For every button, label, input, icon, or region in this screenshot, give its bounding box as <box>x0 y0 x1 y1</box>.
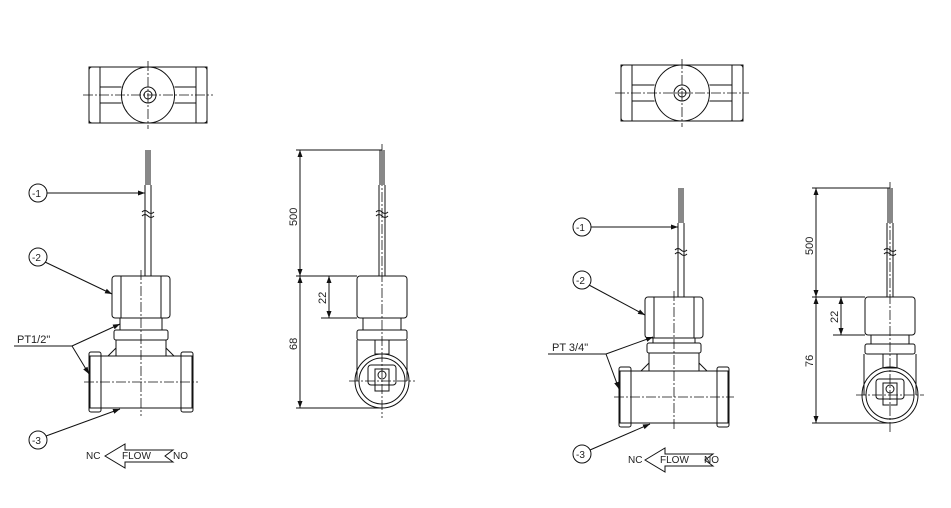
callout-1-text: -1 <box>32 189 41 200</box>
leader-body <box>45 408 121 437</box>
flow-nc: NC <box>628 455 642 466</box>
front-view-left <box>14 150 198 469</box>
arrow-head <box>83 366 89 374</box>
arrow-head <box>813 416 819 423</box>
housing-side <box>356 340 408 381</box>
side-view-right <box>812 182 924 433</box>
callout-2-bubble <box>28 247 48 267</box>
arrow-head <box>297 269 303 276</box>
arrow-head <box>112 409 120 414</box>
drawing-left-labels: -1 -2 -3 PT1/2" NC FLOW NO 500 22 68 <box>17 189 329 462</box>
boss-fillet <box>107 347 117 357</box>
callout-2-text: -2 <box>32 253 41 264</box>
arrow-head <box>671 224 678 230</box>
arrow-head <box>813 290 819 297</box>
dim-body-height: 76 <box>804 355 816 367</box>
arrow-head <box>138 190 145 196</box>
dim-cable-length: 500 <box>288 208 300 226</box>
arrow-head <box>297 150 303 157</box>
arrow-head <box>838 297 844 304</box>
drawing-right-labels: -1 -2 -3 PT 3/4" NC FLOW NO 500 22 76 <box>552 223 841 466</box>
arrow-head <box>297 276 303 283</box>
leader-thread <box>605 336 654 355</box>
callout-3-text: -3 <box>32 436 41 447</box>
front-view-right <box>548 188 734 473</box>
top-view-right <box>615 59 749 127</box>
dim-body-height: 68 <box>288 338 300 350</box>
arrow-head <box>642 424 650 430</box>
arrow-head <box>104 288 112 294</box>
arrow-head <box>326 276 332 283</box>
flow-arrow <box>644 447 715 473</box>
arrow-head <box>813 188 819 195</box>
callout-2-text: -2 <box>576 276 585 287</box>
dim-nut-height: 22 <box>317 292 329 304</box>
callout-1-text: -1 <box>576 223 585 234</box>
flow-arrow <box>104 443 175 469</box>
leader-nut <box>44 261 113 295</box>
flow-text: FLOW <box>660 455 689 466</box>
boss-fillet <box>640 362 650 372</box>
thread-label: PT 3/4" <box>552 342 588 354</box>
arrow-head <box>297 401 303 408</box>
callout-3-bubble <box>28 430 48 450</box>
arrow-head <box>637 309 645 315</box>
leader-nut <box>588 284 646 316</box>
boss-fillet <box>165 347 175 357</box>
arrow-head <box>326 311 332 318</box>
break-mark <box>674 248 688 256</box>
arrow-head <box>838 328 844 335</box>
flow-no: NO <box>704 455 719 466</box>
leader-body <box>589 423 651 451</box>
callout-3-text: -3 <box>576 450 585 461</box>
arrow-head <box>112 324 120 330</box>
arrow-head <box>645 337 653 342</box>
leader-thread <box>71 323 121 347</box>
thread-label: PT1/2" <box>17 334 50 346</box>
flow-text: FLOW <box>122 451 151 462</box>
top-view-left <box>83 61 213 129</box>
arrow-head <box>614 381 619 389</box>
callout-3-bubble <box>572 444 592 464</box>
flow-nc: NC <box>86 451 100 462</box>
flow-no: NO <box>173 451 188 462</box>
dim-cable-length: 500 <box>804 237 816 255</box>
boss-fillet <box>698 362 708 372</box>
side-view-left <box>296 144 415 418</box>
arrow-head <box>813 297 819 304</box>
housing-side <box>863 354 917 395</box>
break-mark <box>141 210 155 218</box>
callout-2-bubble <box>572 270 592 290</box>
dim-nut-height: 22 <box>829 311 841 323</box>
